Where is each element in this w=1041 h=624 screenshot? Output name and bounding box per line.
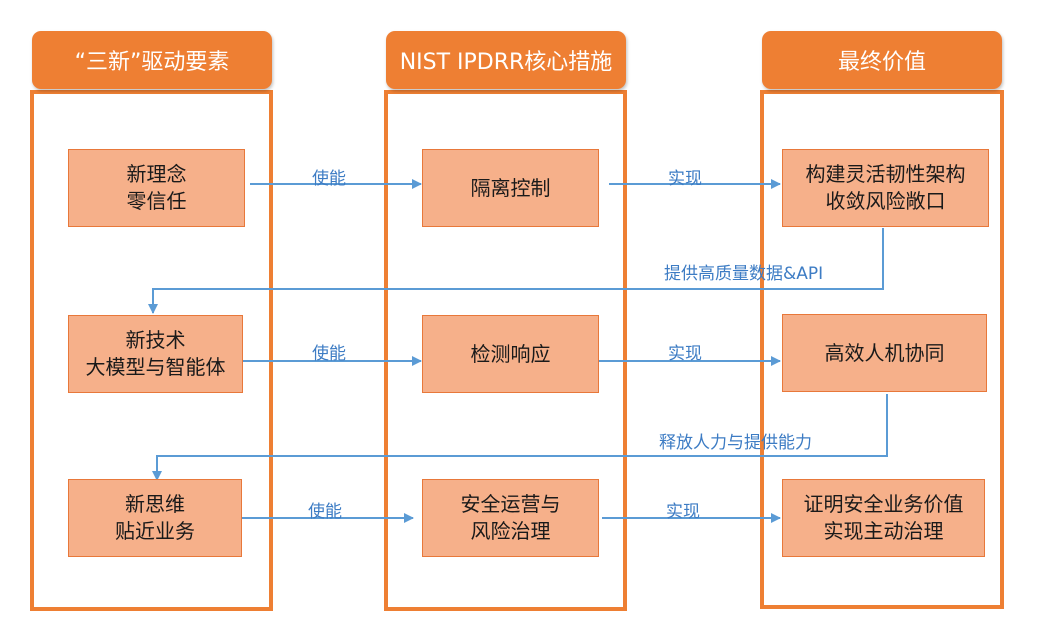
measure-box-line1: 隔离控制 bbox=[470, 175, 551, 200]
driver-box-line2: 零信任 bbox=[126, 189, 187, 213]
driver-box-line2: 贴近业务 bbox=[115, 519, 195, 543]
feedback-label: 提供高质量数据&API bbox=[664, 264, 824, 284]
enable-label: 使能 bbox=[308, 502, 342, 522]
right-column-header: 最终价值 bbox=[762, 31, 1002, 89]
feedback-arrow-1 bbox=[148, 228, 884, 314]
middle-column-title: NIST IPDRR核心措施 bbox=[399, 50, 613, 75]
value-box-business-value: 证明安全业务价值 实现主动治理 bbox=[782, 479, 985, 557]
feedback-label: 释放人力与提供能力 bbox=[659, 433, 812, 453]
driver-box-new-technology: 新技术 大模型与智能体 bbox=[68, 315, 243, 393]
measure-box-isolation: 隔离控制 bbox=[422, 149, 599, 227]
driver-box-new-mindset: 新思维 贴近业务 bbox=[68, 479, 242, 557]
enable-label: 使能 bbox=[312, 169, 346, 189]
value-box-line2: 实现主动治理 bbox=[823, 519, 944, 543]
measure-box-line1: 检测响应 bbox=[470, 341, 551, 366]
value-box-human-machine-collab: 高效人机协同 bbox=[782, 314, 987, 392]
realize-label: 实现 bbox=[666, 502, 700, 522]
driver-box-line1: 新理念 bbox=[126, 162, 187, 186]
realize-label: 实现 bbox=[668, 344, 702, 364]
realize-label: 实现 bbox=[668, 169, 702, 189]
measure-box-security-operations: 安全运营与 风险治理 bbox=[422, 479, 599, 557]
driver-box-new-concept: 新理念 零信任 bbox=[68, 149, 245, 227]
value-box-resilient-architecture: 构建灵活韧性架构 收敛风险敞口 bbox=[782, 149, 989, 227]
value-box-line2: 收敛风险敞口 bbox=[825, 189, 946, 213]
measure-box-detection-response: 检测响应 bbox=[422, 315, 599, 393]
driver-box-line2: 大模型与智能体 bbox=[85, 355, 226, 379]
measure-box-line2: 风险治理 bbox=[470, 519, 551, 543]
value-box-line1: 构建灵活韧性架构 bbox=[805, 162, 966, 186]
driver-box-line1: 新技术 bbox=[125, 328, 186, 352]
left-column-title: “三新”驱动要素 bbox=[74, 50, 230, 75]
enable-label: 使能 bbox=[312, 344, 346, 364]
value-box-line1: 高效人机协同 bbox=[824, 340, 945, 365]
left-column-header: “三新”驱动要素 bbox=[32, 31, 272, 89]
feedback-arrow-2 bbox=[152, 394, 888, 481]
value-box-line1: 证明安全业务价值 bbox=[803, 492, 964, 516]
driver-box-line1: 新思维 bbox=[125, 492, 185, 516]
middle-column-header: NIST IPDRR核心措施 bbox=[386, 31, 626, 89]
right-column-title: 最终价值 bbox=[837, 50, 926, 75]
measure-box-line1: 安全运营与 bbox=[460, 492, 561, 516]
